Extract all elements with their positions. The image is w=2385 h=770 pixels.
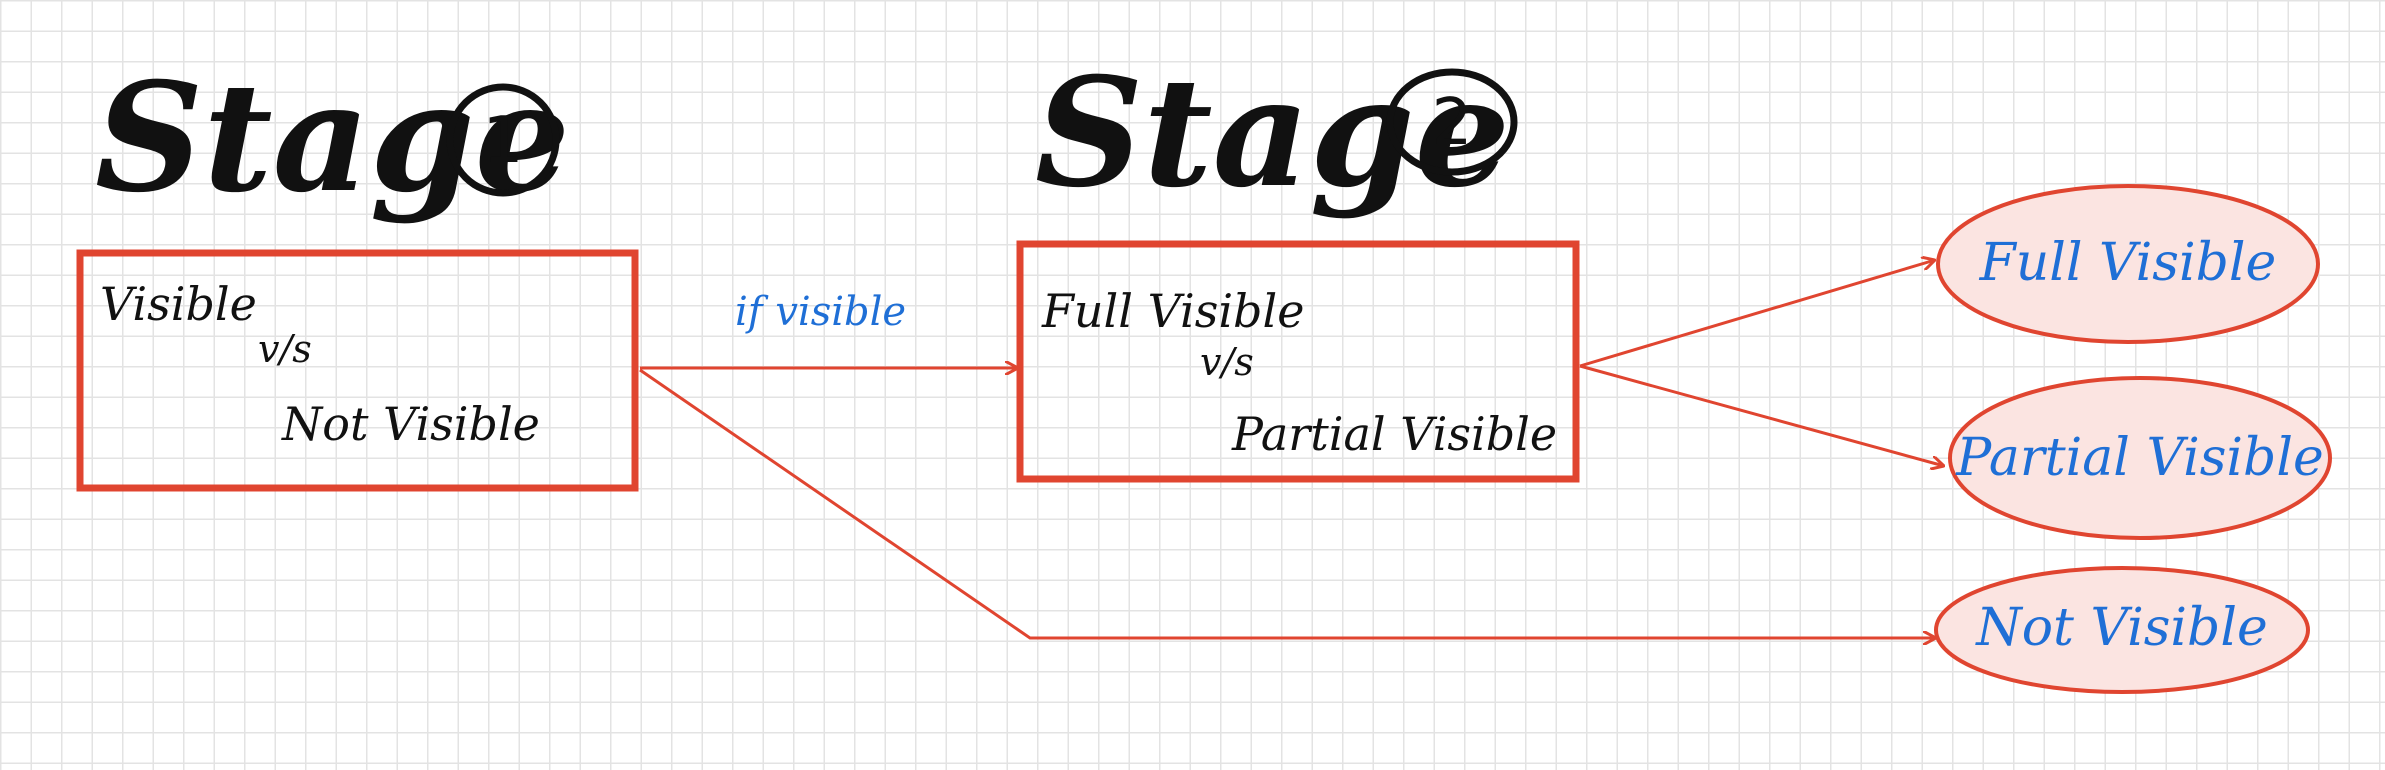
stage-2-number-circle: [1386, 68, 1518, 176]
stage-2-box: [1016, 240, 1580, 483]
stage-2-option-a: Full Visible: [1041, 284, 1304, 338]
stage-1-number-circle: [446, 83, 560, 197]
outcome-not-visible-label: Not Visible: [1974, 598, 2268, 658]
outcome-partial-visible-label: Partial Visible: [1955, 428, 2323, 488]
stage-2-vs: v/s: [1200, 340, 1254, 384]
edge-label-if-visible: if visible: [735, 289, 906, 335]
stage-1-option-b: Not Visible: [281, 397, 540, 451]
outcome-full-visible-ellipse: [1936, 184, 2320, 344]
arrow-stage2-to-full-visible: [1579, 260, 1935, 368]
stage-1-vs: v/s: [258, 327, 312, 371]
stage-1-title: Stage: [95, 50, 570, 226]
stage-1-number: 1: [483, 104, 524, 178]
stage-2-option-b: Partial Visible: [1231, 407, 1557, 461]
arrow-stage2-to-partial-visible: [1579, 364, 1944, 466]
arrow-stage1-to-not-visible: [639, 368, 1936, 638]
outcome-partial-visible-ellipse: [1948, 376, 2332, 540]
stage-1-box: [76, 249, 639, 492]
outcome-not-visible-ellipse: [1934, 566, 2310, 694]
outcome-full-visible-label: Full Visible: [1979, 233, 2277, 293]
stage-2-number: 2: [1432, 86, 1473, 160]
stage-1-option-a: Visible: [100, 277, 257, 331]
